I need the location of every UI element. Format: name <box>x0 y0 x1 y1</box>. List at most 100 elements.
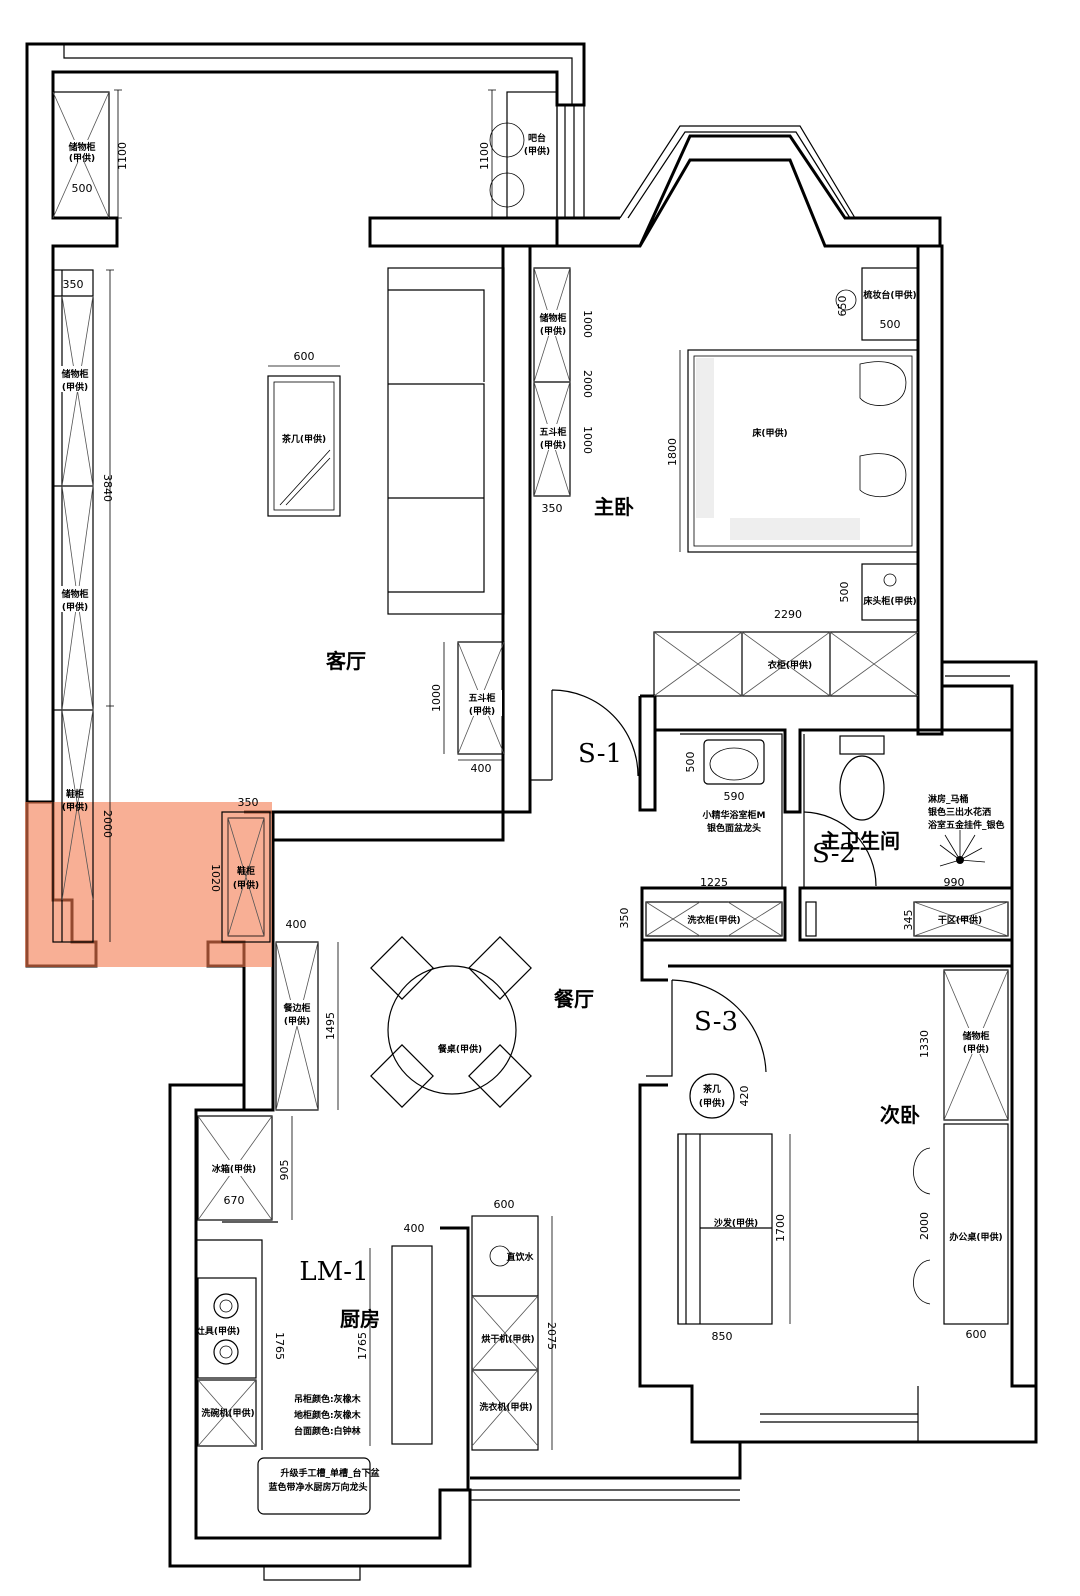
dimension-label: 3840 <box>101 474 114 502</box>
dimension-label: 650 <box>836 296 849 317</box>
dimension-label: 1495 <box>324 1012 337 1040</box>
dimension-label: 1000 <box>581 310 594 338</box>
furniture-label: (甲供) <box>540 439 566 451</box>
dimension-label: 420 <box>738 1086 751 1107</box>
storage-label: 储物柜 <box>68 141 95 153</box>
dimension-label: 1330 <box>918 1030 931 1058</box>
dimension-label: 1800 <box>666 438 679 466</box>
dimension-label: 600 <box>294 350 315 363</box>
room-label: 餐厅 <box>554 987 594 1011</box>
furniture-label: 吧台 <box>528 132 546 144</box>
dimension-label: 1100 <box>116 142 129 170</box>
furniture-label: 银色三出水花洒 <box>928 806 991 818</box>
furniture-label: 洗碗机(甲供) <box>201 1407 254 1419</box>
dimension-label: 350 <box>542 502 563 515</box>
master-bedroom: 储物柜 (甲供) 五斗柜 (甲供) 1000 2000 1000 350 主卧 … <box>533 267 919 780</box>
room-label: 主卧 <box>594 495 634 519</box>
dimension-label: 1225 <box>700 876 728 889</box>
door-label: LM-1 <box>299 1257 368 1287</box>
dimension-label: 2075 <box>545 1322 558 1350</box>
furniture-label: (甲供) <box>233 879 259 891</box>
door-label: S-1 <box>578 739 622 769</box>
furniture-label: 洗衣柜(甲供) <box>687 914 740 926</box>
dimension-label: 1000 <box>430 684 443 712</box>
furniture-label: 储物柜 <box>61 368 88 380</box>
furniture-label: (甲供) <box>284 1015 310 1027</box>
furniture-label: 五斗柜 <box>468 692 495 704</box>
furniture-label: 升级手工槽_单槽_台下盆 <box>280 1467 380 1479</box>
dimension-label: 500 <box>684 752 697 773</box>
furniture-label: 茶几(甲供) <box>281 433 326 445</box>
dimension-label: 500 <box>838 582 851 603</box>
furniture-label: 储物柜 <box>539 312 566 324</box>
dimension-label: 1765 <box>356 1332 369 1360</box>
furniture-label: 直饮水 <box>506 1251 534 1263</box>
furniture-label: 冰箱(甲供) <box>212 1163 256 1175</box>
dimension-label: 1020 <box>209 864 222 892</box>
furniture-label: (甲供) <box>62 601 88 613</box>
dimension-label: 1700 <box>774 1214 787 1242</box>
furniture-label: 淋房_马桶 <box>928 793 969 805</box>
furniture-label: 床(甲供) <box>752 427 787 439</box>
furniture-label: 储物柜 <box>61 588 88 600</box>
dimension-label: 400 <box>404 1222 425 1235</box>
furniture-label: 蓝色带净水厨房万向龙头 <box>268 1481 367 1493</box>
furniture-label: 五斗柜 <box>539 426 566 438</box>
furniture-label: 餐边柜 <box>282 1002 310 1014</box>
door-label: S-2 <box>812 839 856 869</box>
dimension-label: 850 <box>712 1330 733 1343</box>
furniture-label: 沙发(甲供) <box>714 1217 758 1229</box>
dimension-label: 2290 <box>774 608 802 621</box>
furniture-label: 衣柜(甲供) <box>768 659 812 671</box>
furniture-label: 办公桌(甲供) <box>949 1231 1002 1243</box>
furniture-label: 台面颜色:白钟林 <box>294 1425 362 1437</box>
door-label: S-3 <box>694 1007 738 1037</box>
dimension-label: 345 <box>902 910 915 931</box>
furniture-label: 银色面盆龙头 <box>707 822 761 834</box>
furniture-label: (甲供) <box>469 705 495 717</box>
furniture-label: 储物柜 <box>962 1030 989 1042</box>
dining: 400 餐边柜 (甲供) 1495 餐桌(甲供) 餐厅 <box>275 918 594 1111</box>
second-bedroom: S-3 储物柜 (甲供) 1330 茶几 (甲供) 420 次卧 沙发(甲供) … <box>646 969 1009 1343</box>
room-living: 客厅 <box>325 649 366 673</box>
dimension-label: 600 <box>494 1198 515 1211</box>
dimension-label: 2000 <box>918 1212 931 1240</box>
furniture-label: 灶具(甲供) <box>196 1325 240 1337</box>
furniture-label: (甲供) <box>540 325 566 337</box>
dimension-label: 2000 <box>101 810 114 838</box>
dimension-label: 350 <box>618 908 631 929</box>
furniture-label: 干区(甲供) <box>938 914 982 926</box>
dimension-label: 500 <box>880 318 901 331</box>
dimension-label: 670 <box>224 1194 245 1207</box>
dimension-label: 600 <box>966 1328 987 1341</box>
furniture-label: 地柜颜色:灰橡木 <box>294 1409 362 1421</box>
furniture-label: (甲供) <box>963 1043 989 1055</box>
dimension-label: 590 <box>724 790 745 803</box>
dimension-label: 1100 <box>478 142 491 170</box>
furniture-label: 床头柜(甲供) <box>863 595 916 607</box>
furniture-label: 餐桌(甲供) <box>437 1043 482 1055</box>
furniture-label: (甲供) <box>69 152 95 164</box>
furniture-label: 吊柜颜色:灰橡木 <box>294 1393 362 1405</box>
furniture-label: 洗衣机(甲供) <box>479 1401 532 1413</box>
dimension-label: 990 <box>944 876 965 889</box>
room-label: 次卧 <box>880 1103 920 1127</box>
dimension-label: 400 <box>286 918 307 931</box>
shower-icon <box>939 830 986 867</box>
room-label: 主卫生间 <box>820 829 900 853</box>
dimension-label: 1000 <box>581 426 594 454</box>
dimension-label: 905 <box>278 1160 291 1181</box>
bathrooms: 500 590 小精华浴室柜M 银色面盆龙头 1225 主卫生间 S-2 淋房_… <box>618 735 1009 937</box>
furniture-label: (甲供) <box>62 381 88 393</box>
living-room: 储物柜 (甲供) 500 1100 吧台 (甲供) 1100 350 储物柜 (… <box>52 89 558 943</box>
furniture-label: (甲供) <box>62 801 88 813</box>
furniture-label: (甲供) <box>699 1097 725 1109</box>
selection-highlight <box>25 802 272 967</box>
furniture-label: 鞋柜 <box>66 788 84 800</box>
dimension-label: 500 <box>72 182 93 195</box>
furniture-label: 烘干机(甲供) <box>481 1333 534 1345</box>
furniture-label: (甲供) <box>524 145 550 157</box>
furniture-label: 小精华浴室柜M <box>702 809 766 821</box>
furniture-label: 梳妆台(甲供) <box>862 289 916 301</box>
